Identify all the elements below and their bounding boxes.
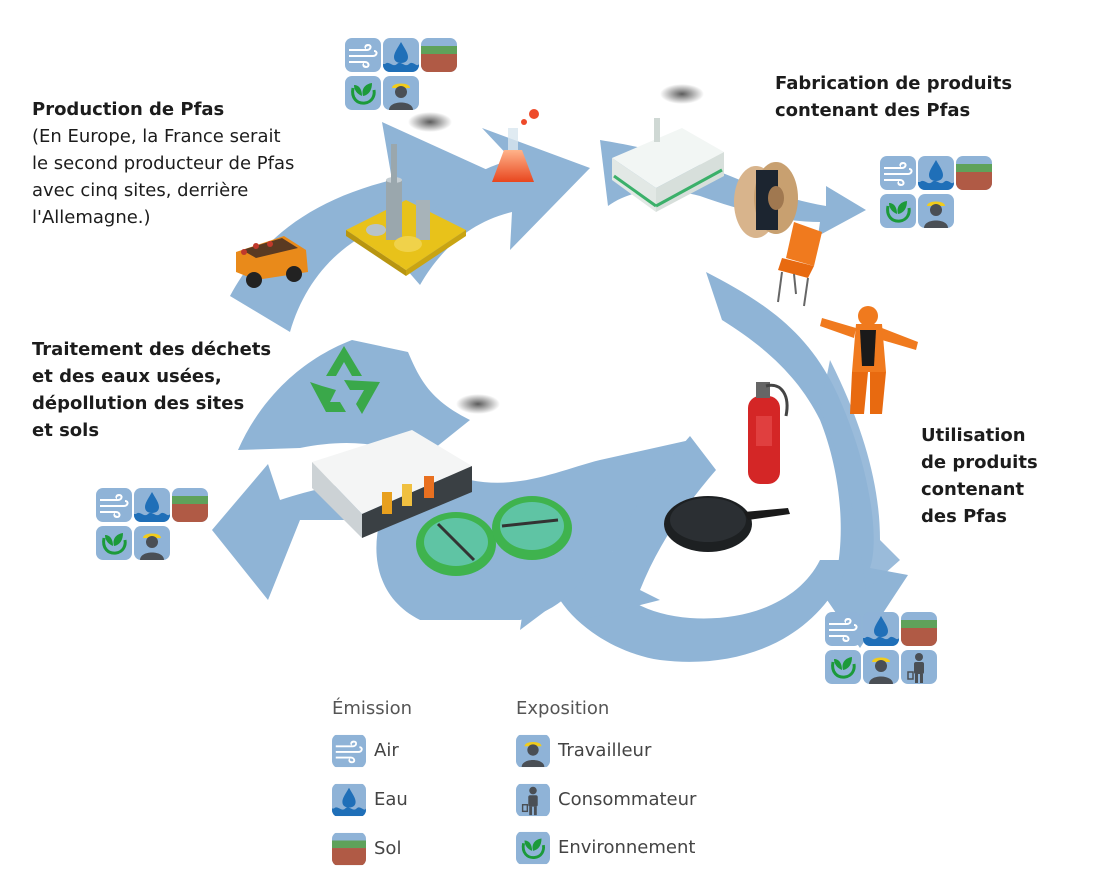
utilisation-title-line: Utilisation <box>921 425 1026 446</box>
fabrication-title-line: contenant des Pfas <box>775 100 971 121</box>
environment-icon <box>345 76 381 110</box>
arrow-fabrication-to-use <box>706 272 908 648</box>
consumer-icon <box>901 650 937 684</box>
traitement-illustration <box>310 346 572 576</box>
settling-basin-left <box>416 512 496 576</box>
traitement-title-line: dépollution des sites <box>32 393 245 414</box>
settling-basin-right <box>492 496 572 560</box>
environment-icon <box>96 526 132 560</box>
production-note-line: le second producteur de Pfas <box>32 153 295 174</box>
factory-building <box>612 118 724 212</box>
legend-label: Sol <box>374 838 402 859</box>
environment-icon <box>825 650 861 684</box>
smoke-cloud-treatment <box>456 394 500 414</box>
environment-icon <box>516 831 550 865</box>
stage-traitement-title: Traitement des déchets et des eaux usées… <box>32 336 271 444</box>
worker-icon <box>863 650 899 684</box>
worker-icon <box>134 526 170 560</box>
legend-emission-heading: Émission <box>332 698 413 719</box>
air-icon <box>345 38 381 72</box>
treatment-plant <box>312 430 472 538</box>
utilisation-title-line: de produits <box>921 452 1038 473</box>
legend-label: Air <box>374 740 399 761</box>
legend-label: Travailleur <box>558 740 652 761</box>
stage-fabrication-title: Fabrication de produits contenant des Pf… <box>775 70 1012 124</box>
worker-icon <box>918 194 954 228</box>
consumer-icon <box>516 783 550 817</box>
recycle-symbol-icon <box>310 346 380 414</box>
environment-icon <box>880 194 916 228</box>
water-icon <box>332 783 366 817</box>
chemical-plant <box>346 144 466 276</box>
air-icon <box>880 156 916 190</box>
arrow-treatment-return <box>238 340 470 460</box>
production-note-line: (En Europe, la France serait <box>32 126 281 147</box>
traitement-title-line: et des eaux usées, <box>32 366 222 387</box>
soil-icon <box>421 38 457 72</box>
air-icon <box>825 612 861 646</box>
water-icon <box>383 38 419 72</box>
stage-utilisation-title: Utilisation de produits contenant des Pf… <box>921 422 1038 530</box>
water-icon <box>134 488 170 522</box>
fabrication-illustration <box>612 84 822 307</box>
legend-exposition-heading: Exposition <box>516 698 610 719</box>
air-icon <box>332 734 366 768</box>
fabrication-impact-icons <box>880 156 994 230</box>
fire-extinguisher <box>748 382 789 484</box>
production-note-line: l'Allemagne.) <box>32 207 151 228</box>
orange-chair <box>777 222 822 307</box>
production-title-text: Production de Pfas <box>32 99 225 120</box>
traitement-impact-icons <box>96 488 210 562</box>
production-note-line: avec cinq sites, derrière <box>32 180 249 201</box>
stage-production-title: Production de Pfas (En Europe, la France… <box>32 96 294 231</box>
water-icon <box>918 156 954 190</box>
worker-icon <box>383 76 419 110</box>
production-impact-icons <box>345 38 459 112</box>
legend-label: Environnement <box>558 837 696 858</box>
worker-icon <box>516 734 550 768</box>
traitement-title-line: Traitement des déchets <box>32 339 272 360</box>
production-illustration <box>236 109 539 288</box>
traitement-title-line: et sols <box>32 420 100 441</box>
mining-truck <box>236 236 308 288</box>
arrow-use-to-treatment <box>590 436 716 618</box>
water-icon <box>863 612 899 646</box>
smoke-cloud-fabrication <box>660 84 704 104</box>
utilisation-title-line: contenant <box>921 479 1025 500</box>
soil-icon <box>332 832 366 866</box>
arrow-use-loop <box>820 360 900 590</box>
legend-label: Eau <box>374 789 408 810</box>
cable-spool <box>734 162 798 238</box>
soil-icon <box>956 156 992 190</box>
smoke-cloud-production <box>408 112 452 132</box>
soil-icon <box>172 488 208 522</box>
air-icon <box>96 488 132 522</box>
lab-flask <box>492 109 539 182</box>
utilisation-title-line: des Pfas <box>921 506 1007 527</box>
frying-pan <box>664 496 790 552</box>
fabrication-title-line: Fabrication de produits <box>775 73 1013 94</box>
arrow-use <box>520 540 850 662</box>
legend-label: Consommateur <box>558 789 697 810</box>
utilisation-impact-icons <box>825 612 939 686</box>
utilisation-illustration <box>664 306 918 552</box>
soil-icon <box>901 612 937 646</box>
protective-suit <box>820 306 918 414</box>
